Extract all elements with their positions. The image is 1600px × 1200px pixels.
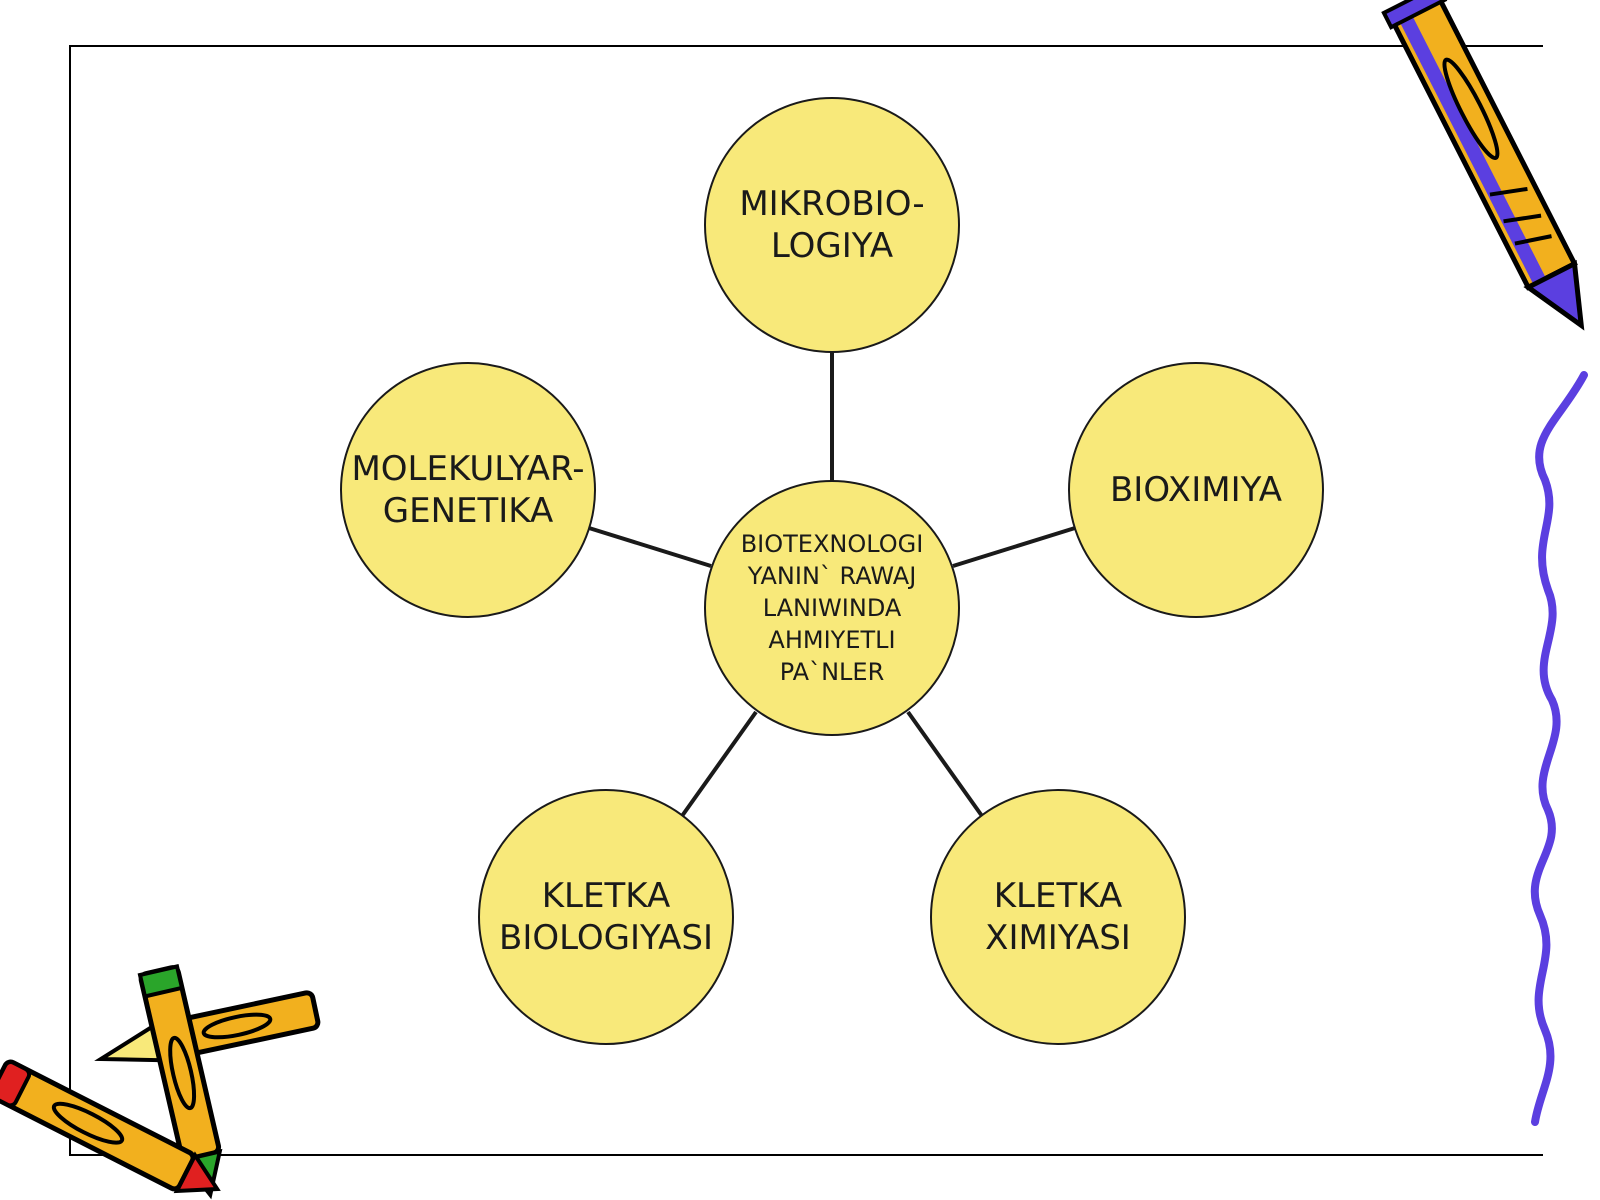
crossed-pencils-icon: [0, 964, 321, 1200]
node-label-kletka-ximiyasi: KLETKA XIMIYASI: [985, 876, 1131, 958]
connector-kletka-ximiyasi: [906, 710, 984, 818]
node-label-bioximiya: BIOXIMIYA: [1109, 470, 1282, 510]
node-circle-molekulyar-genetika: [340, 362, 596, 618]
connector-molekulyar-genetika: [588, 526, 712, 568]
node-circle-center: [704, 480, 960, 736]
node-label-kletka-biologiyasi: KLETKA BIOLOGIYASI: [499, 876, 713, 958]
squiggle-line: [1530, 371, 1588, 1126]
connector-bioximiya: [952, 526, 1076, 568]
pencil-icon: [1381, 0, 1585, 331]
node-circle-bioximiya: [1068, 362, 1324, 618]
node-circle-mikrobiologiya: [704, 97, 960, 353]
node-circle-kletka-ximiyasi: [930, 789, 1186, 1045]
node-label-molekulyar-genetika: MOLEKULYAR- GENETIKA: [351, 449, 585, 531]
node-circle-kletka-biologiyasi: [478, 789, 734, 1045]
slide-frame: [69, 45, 1543, 1156]
node-label-center: BIOTEXNOLOGI YANIN` RAWAJ LANIWINDA AHMI…: [740, 530, 924, 686]
connector-kletka-biologiyasi: [680, 710, 758, 818]
node-label-mikrobiologiya: MIKROBIO- LOGIYA: [739, 184, 925, 266]
